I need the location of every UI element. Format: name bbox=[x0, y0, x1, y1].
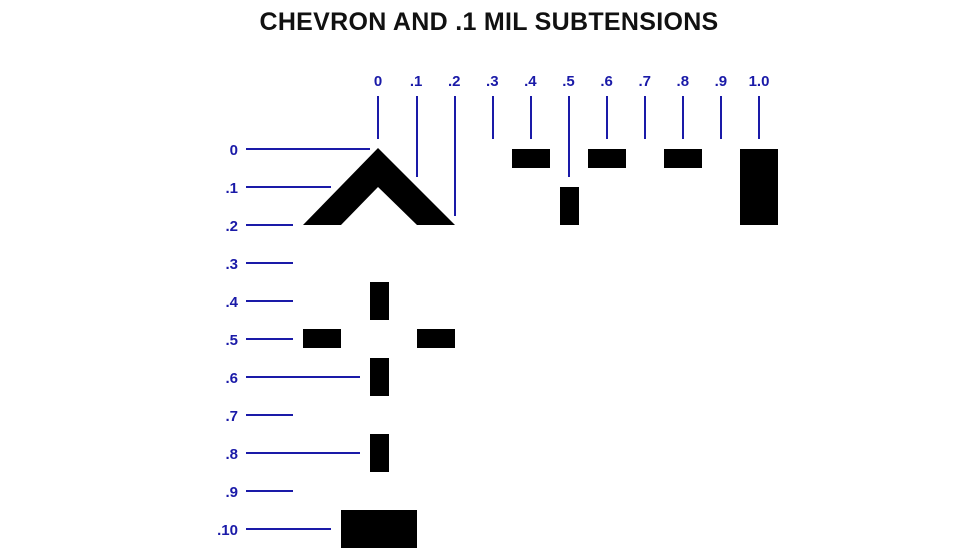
top-scale-label: .9 bbox=[715, 73, 728, 90]
left-scale-label: .6 bbox=[225, 370, 238, 387]
left-scale-label: .7 bbox=[225, 408, 238, 425]
left-scale-label: .10 bbox=[217, 522, 238, 539]
top-scale-label: .8 bbox=[677, 73, 690, 90]
reticle-marks bbox=[303, 148, 778, 548]
top-scale-label: .6 bbox=[600, 73, 613, 90]
top-scale-label: 1.0 bbox=[749, 73, 770, 90]
chevron-mark bbox=[303, 148, 455, 225]
left-scale-labels: 0 .1 .2 .3 .4 .5 .6 .7 .8 .9 .10 bbox=[217, 142, 239, 539]
top-scale-label: 0 bbox=[374, 73, 382, 90]
guide-lines bbox=[246, 96, 760, 530]
bar-mark-1-0 bbox=[740, 149, 778, 225]
left-scale-label: .8 bbox=[225, 446, 238, 463]
bar-mark-0-5 bbox=[560, 187, 579, 225]
crosshair-bottom-post-1 bbox=[370, 358, 389, 396]
bar-mark-0-2-a bbox=[588, 149, 626, 168]
top-scale-label: .3 bbox=[486, 73, 499, 90]
top-scale-label: .7 bbox=[638, 73, 651, 90]
crosshair-bottom-post-2 bbox=[370, 434, 389, 472]
top-scale-label: .2 bbox=[448, 73, 461, 90]
left-scale-label: .1 bbox=[225, 180, 238, 197]
left-scale-label: .2 bbox=[225, 218, 238, 235]
left-scale-label: 0 bbox=[230, 142, 238, 159]
top-scale-label: .4 bbox=[524, 73, 537, 90]
bar-mark-0-2-b bbox=[664, 149, 702, 168]
crosshair-left-post bbox=[303, 329, 341, 348]
left-scale-label: .4 bbox=[225, 294, 238, 311]
diagram-title: CHEVRON AND .1 MIL SUBTENSIONS bbox=[259, 8, 719, 36]
left-scale-label: .5 bbox=[225, 332, 238, 349]
left-scale-label: .3 bbox=[225, 256, 238, 273]
top-scale-label: .5 bbox=[562, 73, 575, 90]
top-scale-labels: 0 .1 .2 .3 .4 .5 .6 .7 .8 .9 1.0 bbox=[374, 73, 770, 90]
crosshair-top-post bbox=[370, 282, 389, 320]
bottom-block-mark bbox=[341, 510, 417, 548]
crosshair-right-post bbox=[417, 329, 455, 348]
left-scale-label: .9 bbox=[225, 484, 238, 501]
bar-mark-0-4 bbox=[512, 149, 550, 168]
top-scale-label: .1 bbox=[410, 73, 423, 90]
